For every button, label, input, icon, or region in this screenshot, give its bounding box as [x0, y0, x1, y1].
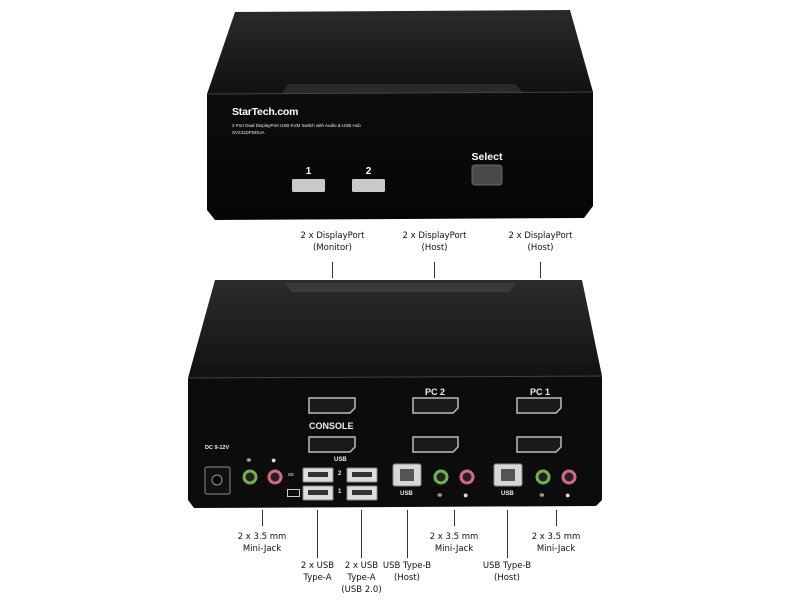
callout-dp-host-right: 2 x DisplayPort(Host): [508, 231, 573, 253]
microphone-icon: ●: [271, 455, 277, 465]
front-button-1-light: [292, 179, 325, 192]
leader-dp-host-mid: [434, 262, 435, 278]
kvm-front-unit: [206, 10, 594, 220]
front-button-2[interactable]: 2: [352, 166, 385, 192]
usb-port-1-label: 1: [338, 489, 342, 495]
usb-b-right-label: USB: [501, 491, 514, 497]
usb-port-2-label: 2: [338, 471, 342, 477]
usb-b-left-label: USB: [400, 491, 413, 497]
leader-usb-b-right: [507, 510, 508, 558]
leader-dp-host-right: [540, 262, 541, 278]
leader-jack-mid: [454, 510, 455, 526]
microphone-icon: ●: [463, 490, 469, 500]
leader-usb-a: [317, 510, 318, 558]
headphone-icon: ⚭: [538, 490, 546, 500]
console-label: CONSOLE: [309, 421, 354, 431]
leader-jack-left: [262, 510, 263, 526]
pc2-label: PC 2: [425, 387, 446, 397]
front-button-2-label: 2: [365, 166, 372, 177]
usb-hub-label: USB: [334, 457, 347, 463]
callout-usb-b-right: USB Type-B(Host): [482, 561, 532, 583]
callout-dp-monitor: 2 x DisplayPort(Monitor): [300, 231, 365, 253]
front-button-1[interactable]: 1: [292, 166, 325, 192]
brand-logo: StarTech.com: [232, 106, 299, 118]
leader-usb-b-mid: [407, 510, 408, 558]
model-number: SV231DPDDUA: [232, 130, 265, 135]
microphone-icon: ●: [565, 490, 571, 500]
kvm-rear-unit: [187, 280, 603, 508]
select-button[interactable]: Select: [466, 151, 508, 187]
leader-jack-right: [556, 510, 557, 526]
product-description: 2 Port Dual DisplayPort USB KVM Switch w…: [232, 123, 361, 128]
front-button-2-light: [352, 179, 385, 192]
leader-dp-monitor: [332, 262, 333, 278]
pc1-label: PC 1: [530, 387, 551, 397]
callout-usb-b-mid: USB Type-B(Host): [382, 561, 432, 583]
headphone-icon: ⚭: [436, 490, 444, 500]
mouse-icon: ∞: [288, 470, 294, 479]
dc-power-label: DC 9-12V: [205, 445, 230, 451]
callout-dp-host-mid: 2 x DisplayPort(Host): [402, 231, 467, 253]
front-button-1-label: 1: [305, 166, 312, 177]
select-label: Select: [471, 151, 503, 163]
headphone-icon: ⚭: [245, 455, 253, 465]
keyboard-icon: [287, 489, 300, 497]
leader-usb-a-20: [361, 510, 362, 558]
